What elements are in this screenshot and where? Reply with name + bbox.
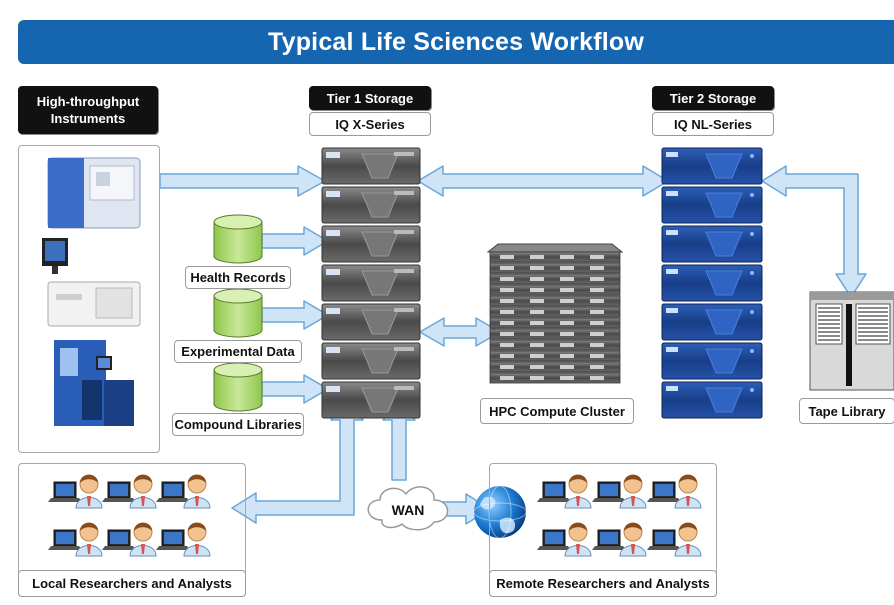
tier2-series-label: IQ NL-Series bbox=[652, 112, 774, 136]
compound-libraries-label: Compound Libraries bbox=[172, 413, 304, 436]
tier2-server-unit bbox=[661, 147, 763, 185]
instruments-images bbox=[42, 157, 141, 426]
tier1-server-unit bbox=[321, 342, 421, 380]
researcher-icon bbox=[156, 474, 211, 509]
arrow-tier1-wan bbox=[382, 399, 416, 481]
researcher-icon bbox=[156, 522, 211, 557]
researcher-icon bbox=[102, 474, 157, 509]
tier1-server-unit bbox=[321, 303, 421, 341]
researcher-icon bbox=[592, 522, 647, 557]
researcher-icon bbox=[48, 474, 103, 509]
hpc-node bbox=[489, 306, 621, 318]
tier1-server-unit bbox=[321, 147, 421, 185]
tier1-rack bbox=[321, 147, 421, 419]
page-title: Typical Life Sciences Workflow bbox=[18, 20, 894, 64]
tier1-server-unit bbox=[321, 225, 421, 263]
arrow-experimental-tier1 bbox=[261, 300, 329, 330]
tier1-server-unit bbox=[321, 264, 421, 302]
hpc-node bbox=[489, 295, 621, 307]
tier2-header: Tier 2 Storage bbox=[652, 86, 774, 110]
instruments-header-line2: Instruments bbox=[50, 111, 126, 126]
tier2-server-unit bbox=[661, 264, 763, 302]
instruments-panel bbox=[18, 145, 160, 453]
tier1-server-unit bbox=[321, 381, 421, 419]
arrow-compound-tier1 bbox=[261, 374, 329, 404]
hpc-node bbox=[489, 339, 621, 351]
researcher-icon bbox=[537, 474, 592, 509]
wan-label: WAN bbox=[391, 502, 425, 518]
instruments-header: High-throughput Instruments bbox=[18, 86, 158, 134]
hpc-node bbox=[489, 350, 621, 362]
globe-icon bbox=[473, 485, 527, 539]
database-icon bbox=[213, 214, 263, 264]
tier2-server-unit bbox=[661, 381, 763, 419]
arrow-tier1-hpc bbox=[419, 317, 501, 347]
arrow-tier1-tier2 bbox=[417, 165, 669, 197]
tier2-rack bbox=[661, 147, 763, 419]
researcher-icon bbox=[647, 474, 702, 509]
researcher-icon bbox=[647, 522, 702, 557]
remote-researcher-icons bbox=[537, 474, 702, 557]
wan-cloud-icon bbox=[367, 486, 449, 531]
tier2-server-unit bbox=[661, 303, 763, 341]
hpc-node bbox=[489, 262, 621, 274]
hpc-node bbox=[489, 317, 621, 329]
local-researchers-label: Local Researchers and Analysts bbox=[18, 570, 246, 597]
tier2-server-unit bbox=[661, 342, 763, 380]
database-icons bbox=[213, 214, 263, 412]
researcher-icon bbox=[48, 522, 103, 557]
tape-library-icon bbox=[809, 291, 894, 391]
tape-library-label: Tape Library bbox=[799, 398, 894, 424]
hpc-node bbox=[489, 251, 621, 263]
instruments-header-line1: High-throughput bbox=[36, 94, 140, 109]
researcher-icon bbox=[592, 474, 647, 509]
health-records-label: Health Records bbox=[185, 266, 291, 289]
tier1-server-unit bbox=[321, 186, 421, 224]
remote-researchers-label: Remote Researchers and Analysts bbox=[489, 570, 717, 597]
hpc-node bbox=[489, 328, 621, 340]
local-researcher-icons bbox=[48, 474, 211, 557]
arrow-instruments-tier1 bbox=[159, 165, 326, 197]
hpc-node bbox=[489, 273, 621, 285]
tier2-server-unit bbox=[661, 186, 763, 224]
tier2-server-unit bbox=[661, 225, 763, 263]
tape-lines bbox=[818, 307, 888, 341]
arrow-tape-tier2 bbox=[761, 165, 867, 298]
hpc-node bbox=[489, 284, 621, 296]
hpc-node bbox=[489, 372, 621, 384]
hpc-cluster-label: HPC Compute Cluster bbox=[480, 398, 634, 424]
database-icon bbox=[213, 288, 263, 338]
tier1-series-label: IQ X-Series bbox=[309, 112, 431, 136]
researcher-icon bbox=[102, 522, 157, 557]
researcher-icon bbox=[537, 522, 592, 557]
tier1-header: Tier 1 Storage bbox=[309, 86, 431, 110]
arrow-health-tier1 bbox=[261, 226, 329, 256]
hpc-node bbox=[489, 361, 621, 373]
experimental-data-label: Experimental Data bbox=[174, 340, 302, 363]
hpc-cluster bbox=[486, 243, 624, 384]
database-icon bbox=[213, 362, 263, 412]
